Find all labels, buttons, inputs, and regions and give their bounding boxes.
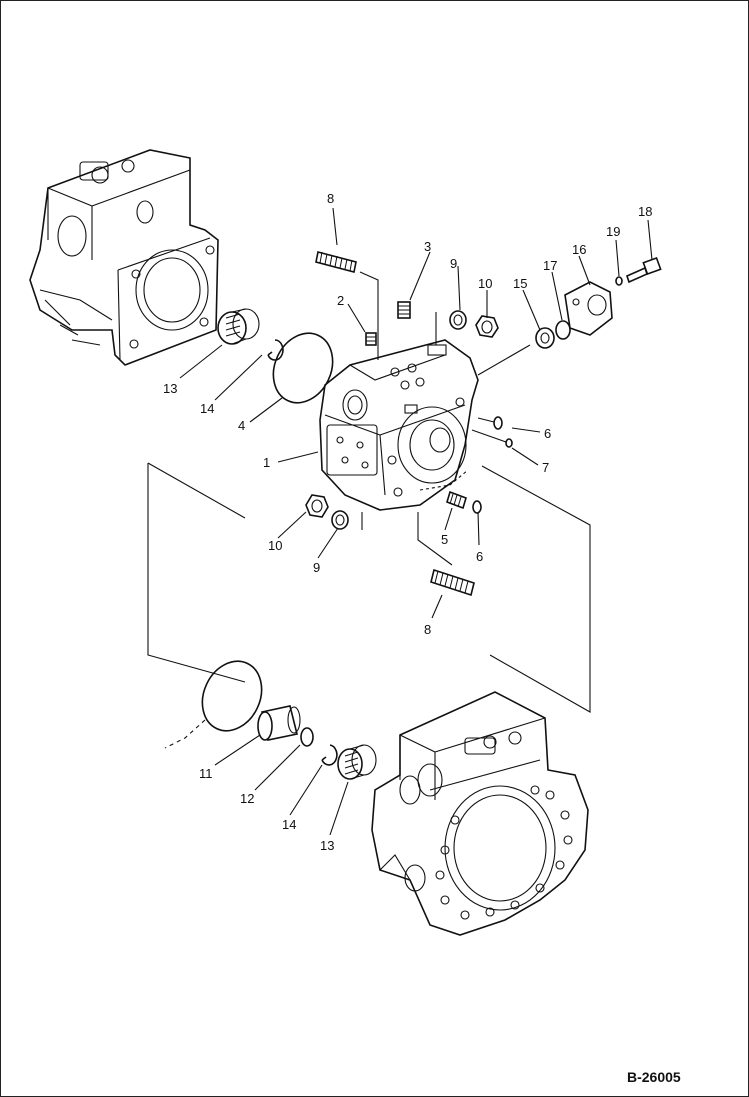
callout-14-upper: 14	[200, 401, 214, 416]
callout-13-lower: 13	[320, 838, 334, 853]
o-ring-6-right	[493, 416, 503, 430]
needle-bearing-upper	[217, 308, 260, 345]
assembly-lines	[147, 271, 591, 713]
washer-lower	[331, 510, 349, 530]
callout-9-upper: 9	[450, 256, 457, 271]
ring-12	[300, 727, 314, 747]
callout-10-upper: 10	[478, 276, 492, 291]
snap-ring-lower	[321, 744, 338, 766]
stud-upper	[315, 251, 357, 273]
callout-11: 11	[199, 766, 213, 781]
coupling-11	[257, 705, 301, 741]
nut-upper	[475, 315, 499, 338]
o-ring-17	[555, 320, 571, 340]
callout-2: 2	[337, 293, 344, 308]
lower-pump-housing	[371, 691, 589, 936]
valve-block	[319, 339, 479, 511]
cover-16	[564, 281, 613, 336]
callout-14-lower: 14	[282, 817, 296, 832]
callout-8-lower: 8	[424, 622, 431, 637]
nut-lower	[305, 494, 329, 518]
seal-15	[535, 327, 555, 349]
bolt-18	[626, 256, 662, 284]
snap-ring-upper	[267, 339, 284, 361]
o-ring-lower	[201, 660, 263, 732]
callout-labels: 1 2 3 4 5 6 6 7 8 8 9 9 10 10 11 12 13 1…	[163, 191, 652, 853]
o-ring-7	[505, 438, 513, 448]
needle-bearing-lower	[337, 744, 377, 780]
callout-8-upper: 8	[327, 191, 334, 206]
callout-10-lower: 10	[268, 538, 282, 553]
drawing-reference: B-26005	[627, 1069, 681, 1085]
upper-pump-housing	[29, 149, 219, 366]
callout-3: 3	[424, 239, 431, 254]
callout-16: 16	[572, 242, 586, 257]
callout-13-upper: 13	[163, 381, 177, 396]
callout-9-lower: 9	[313, 560, 320, 575]
callout-1: 1	[263, 455, 270, 470]
washer-upper	[449, 310, 467, 330]
callout-18: 18	[638, 204, 652, 219]
callout-19: 19	[606, 224, 620, 239]
callout-6-bottom: 6	[476, 549, 483, 564]
plug-3	[397, 301, 411, 319]
callout-5: 5	[441, 532, 448, 547]
callout-17: 17	[543, 258, 557, 273]
callout-6-right: 6	[544, 426, 551, 441]
o-ring-6-bottom	[472, 500, 482, 514]
plug-2	[365, 332, 377, 346]
callout-7: 7	[542, 460, 549, 475]
stud-lower	[430, 568, 475, 597]
sleeve-5	[446, 490, 467, 510]
o-ring-4	[272, 332, 334, 404]
callout-12: 12	[240, 791, 254, 806]
washer-19	[615, 276, 623, 286]
callout-4: 4	[238, 418, 245, 433]
callout-15: 15	[513, 276, 527, 291]
leader-lines	[179, 207, 653, 836]
